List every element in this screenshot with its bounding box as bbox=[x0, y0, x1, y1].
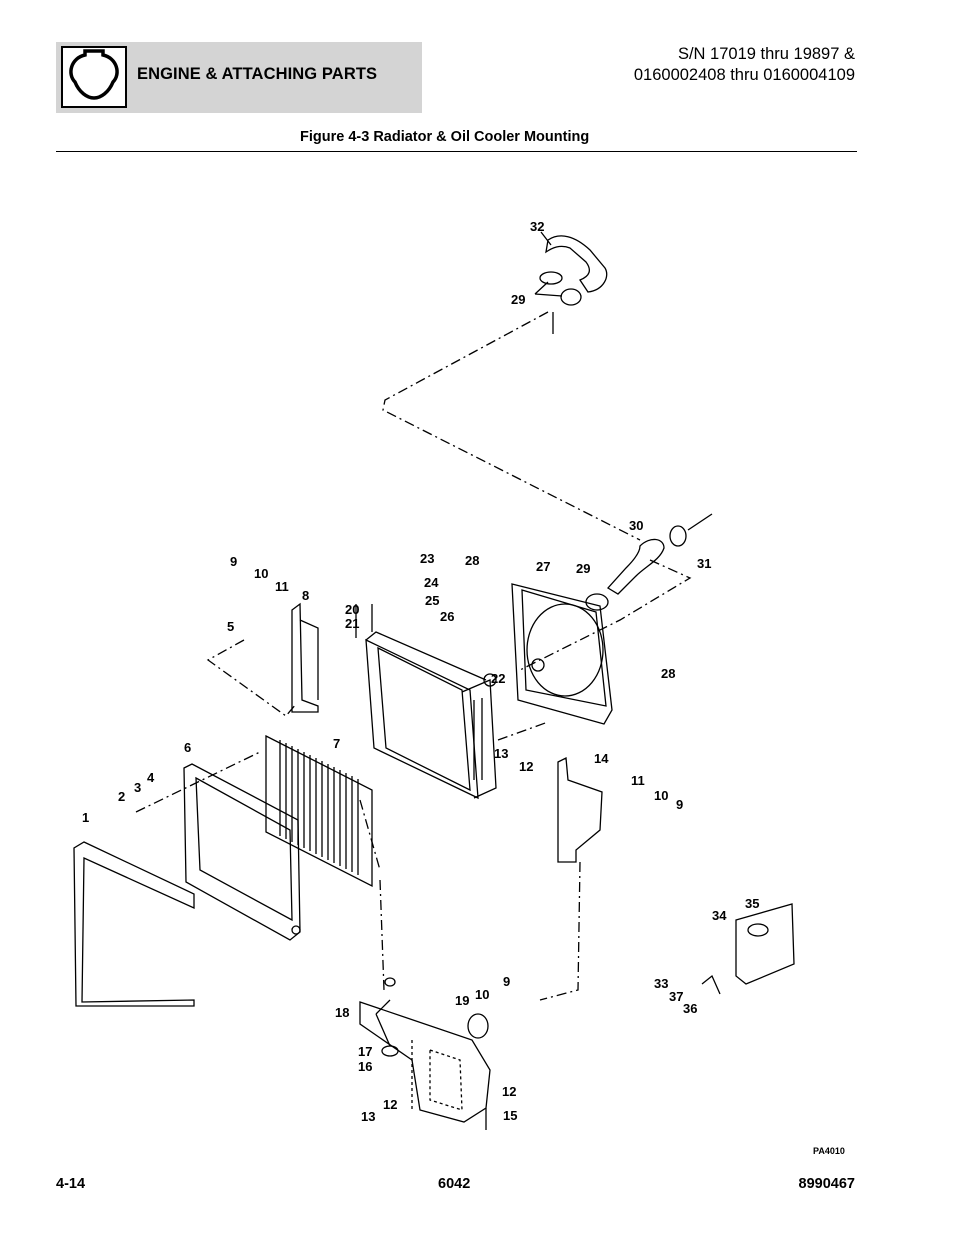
callout-label: 36 bbox=[683, 1001, 697, 1016]
callout-label: 2 bbox=[118, 789, 125, 804]
coolant-reservoir bbox=[735, 903, 795, 985]
callout-label: 4 bbox=[147, 770, 155, 785]
callout-label: 29 bbox=[576, 561, 590, 576]
serial-line-1: S/N 17019 thru 19897 & bbox=[677, 45, 855, 63]
callout-label: 16 bbox=[358, 1059, 372, 1074]
footer-model: 6042 bbox=[438, 1176, 471, 1192]
callout-label: 6 bbox=[184, 740, 191, 755]
callout-label: 12 bbox=[519, 759, 533, 774]
callout-label: 9 bbox=[503, 974, 510, 989]
lower-hose bbox=[606, 538, 665, 595]
serial-range: S/N 17019 thru 19897 & 0160002408 thru 0… bbox=[634, 44, 855, 86]
callout-label: 11 bbox=[631, 773, 645, 788]
footer-doc-number: 8990467 bbox=[798, 1176, 855, 1192]
hose-clamp bbox=[539, 271, 563, 285]
callout-label: 33 bbox=[654, 976, 668, 991]
callout-label: 19 bbox=[455, 993, 469, 1008]
callout-label: 5 bbox=[227, 619, 234, 634]
callout-label: 37 bbox=[669, 989, 683, 1004]
callout-label: 11 bbox=[275, 579, 289, 594]
callout-label: 3 bbox=[134, 780, 141, 795]
figure-code: PA4010 bbox=[813, 1146, 845, 1156]
callout-label: 29 bbox=[511, 292, 525, 307]
callout-label: 9 bbox=[676, 797, 683, 812]
callout-label: 14 bbox=[594, 751, 609, 766]
header-rule bbox=[56, 151, 857, 152]
callout-label: 10 bbox=[475, 987, 489, 1002]
callout-label: 7 bbox=[333, 736, 340, 751]
callout-label: 10 bbox=[254, 566, 268, 581]
callout-label: 23 bbox=[420, 551, 434, 566]
callout-label: 26 bbox=[440, 609, 454, 624]
upper-hose bbox=[545, 235, 608, 293]
callout-label: 15 bbox=[503, 1108, 517, 1123]
callout-label: 35 bbox=[745, 896, 759, 911]
callout-label: 32 bbox=[530, 219, 544, 234]
oil-cooler bbox=[265, 734, 373, 888]
section-title: ENGINE & ATTACHING PARTS bbox=[137, 65, 378, 83]
callout-label: 24 bbox=[424, 575, 439, 590]
callout-label: 12 bbox=[383, 1097, 397, 1112]
callout-label: 9 bbox=[230, 554, 237, 569]
engine-icon bbox=[61, 46, 127, 108]
callout-label: 28 bbox=[465, 553, 479, 568]
serial-line-2: 0160002408 thru 0160004109 bbox=[633, 66, 855, 84]
support-base bbox=[359, 1001, 491, 1123]
callout-label: 1 bbox=[82, 810, 89, 825]
frame-seal bbox=[73, 841, 195, 1007]
callout-label: 27 bbox=[536, 559, 550, 574]
callout-label: 28 bbox=[661, 666, 675, 681]
cooler-frame bbox=[183, 763, 301, 941]
callout-label: 30 bbox=[629, 518, 643, 533]
hose-clamp bbox=[585, 593, 609, 611]
callout-label: 12 bbox=[502, 1084, 516, 1099]
callout-label: 25 bbox=[425, 593, 439, 608]
callout-label: 34 bbox=[712, 908, 727, 923]
callout-label: 17 bbox=[358, 1044, 372, 1059]
mounting-bracket bbox=[557, 756, 603, 863]
callout-label: 13 bbox=[494, 746, 508, 761]
part-callouts: 32 29 30 31 9 10 11 8 5 23 24 25 26 28 2… bbox=[82, 219, 759, 1124]
footer-page-number: 4-14 bbox=[56, 1176, 86, 1192]
callout-label: 21 bbox=[345, 616, 359, 631]
fan-shroud bbox=[511, 583, 613, 725]
callout-label: 13 bbox=[361, 1109, 375, 1124]
hose-clamp bbox=[669, 525, 687, 547]
callout-label: 10 bbox=[654, 788, 668, 803]
figure-title: Figure 4-3 Radiator & Oil Cooler Mountin… bbox=[300, 129, 590, 145]
callout-label: 31 bbox=[697, 556, 711, 571]
radiator bbox=[365, 638, 479, 800]
callout-label: 22 bbox=[491, 671, 505, 686]
callout-label: 20 bbox=[345, 602, 359, 617]
mounting-bracket bbox=[291, 602, 319, 713]
hose-clamp bbox=[560, 288, 582, 306]
callout-label: 8 bbox=[302, 588, 309, 603]
callout-label: 18 bbox=[335, 1005, 349, 1020]
